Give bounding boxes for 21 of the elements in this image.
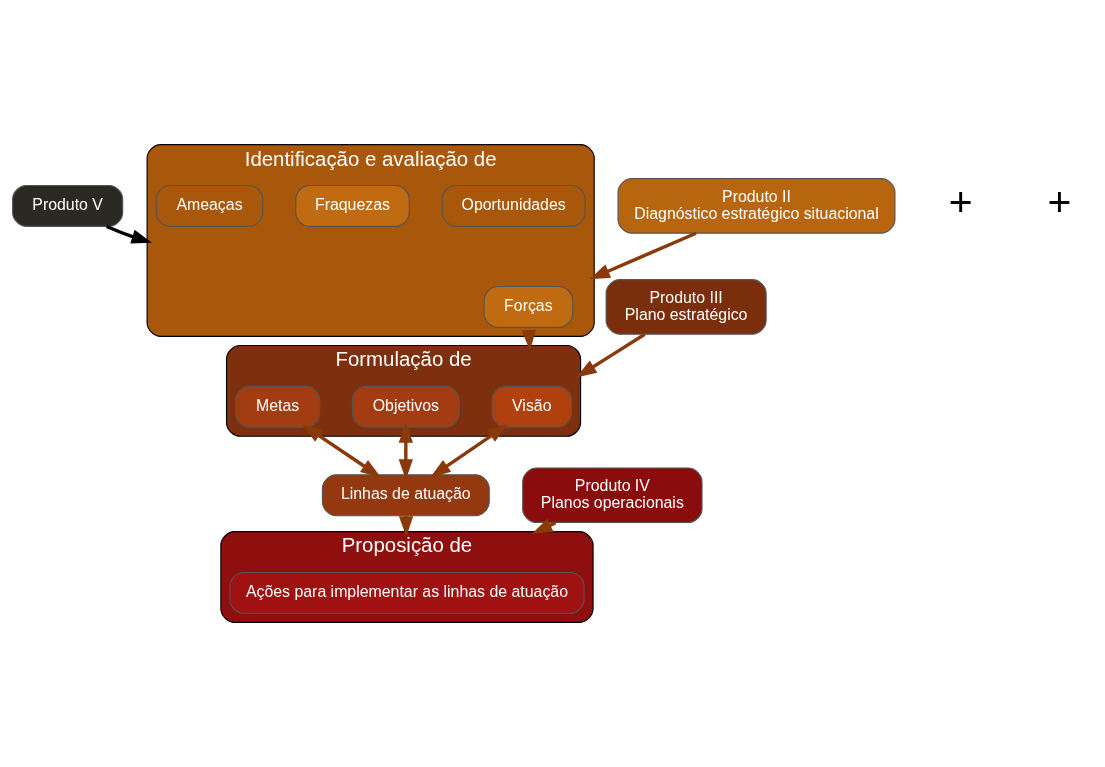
node-box: Ameaças: [155, 184, 264, 227]
arrow: [430, 424, 508, 478]
node-box: Visão: [491, 385, 573, 428]
node-box: Produto IV Planos operacionais: [522, 467, 703, 524]
node-box: Oportunidades: [441, 184, 586, 227]
node-box: Forças: [483, 285, 574, 328]
node-box: Ações para implementar as linhas de atuação: [229, 571, 585, 614]
node-box: Fraquezas: [295, 184, 410, 227]
node-box: Produto II Diagnóstico estratégico situacional: [617, 178, 896, 234]
arrow: [576, 332, 646, 378]
arrow: [589, 231, 697, 280]
arrow: [398, 422, 413, 480]
node-box: Produto V: [12, 184, 124, 227]
arrow: [302, 424, 381, 478]
node-box: Produto III Plano estratégico: [605, 279, 767, 335]
arrow: [106, 224, 152, 244]
node-box: Metas: [235, 385, 321, 428]
node-box: Objetivos: [351, 385, 460, 428]
label: +: [948, 178, 973, 225]
arrow: [521, 329, 537, 351]
label: +: [1047, 178, 1072, 225]
